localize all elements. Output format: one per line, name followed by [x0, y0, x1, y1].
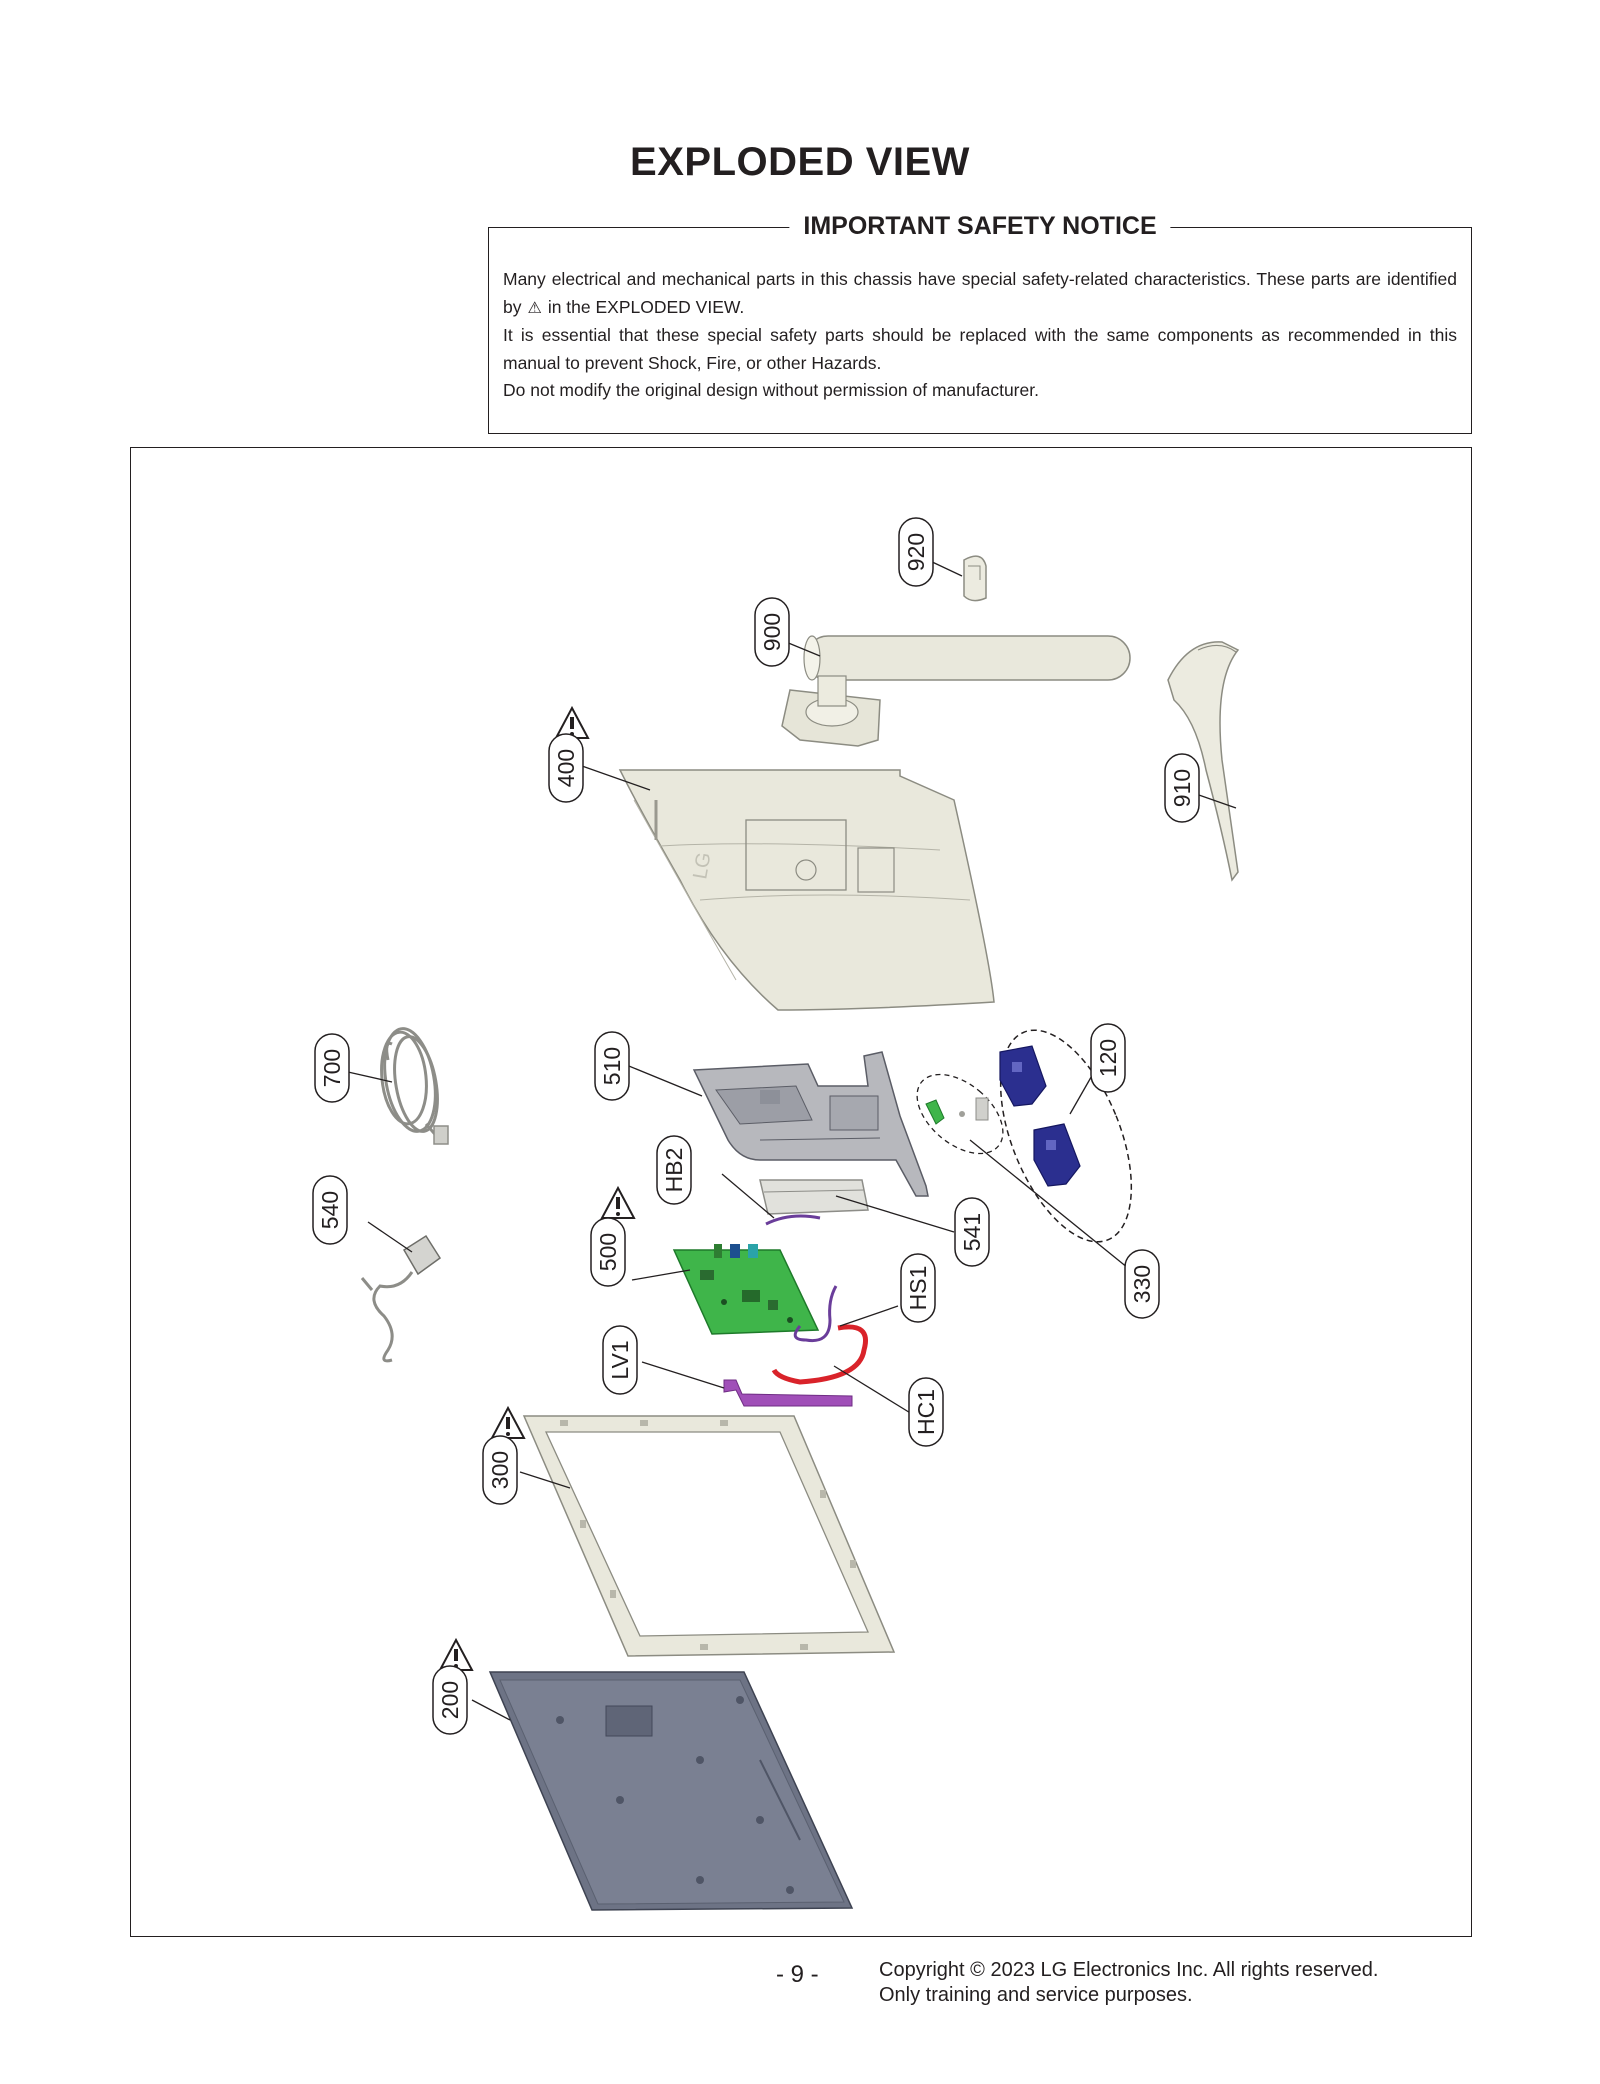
notice-line1a: Many electrical and mechanical parts in …: [503, 269, 1457, 317]
cable-hc1: [771, 1324, 868, 1385]
page-number: - 9 -: [776, 1961, 819, 1988]
label-hs1: HS1: [900, 1253, 936, 1323]
label-540: 540: [312, 1175, 348, 1245]
label-200-text: 200: [437, 1681, 463, 1719]
label-541: 541: [954, 1197, 990, 1267]
label-510-text: 510: [599, 1047, 625, 1085]
copyright-notice: Copyright © 2023 LG Electronics Inc. All…: [879, 1958, 1378, 2008]
notice-paragraph-2: It is essential that these special safet…: [503, 325, 1457, 373]
notice-paragraph-3: Do not modify the original design withou…: [503, 380, 1039, 400]
part-330-small-parts: [916, 1073, 1004, 1155]
cable-hb2: [765, 1214, 821, 1226]
label-120-text: 120: [1095, 1039, 1121, 1077]
label-lv1: LV1: [602, 1325, 638, 1395]
label-400-text: 400: [553, 749, 579, 787]
part-400-back-cover: LG: [618, 769, 995, 1011]
svg-text:LG: LG: [689, 851, 715, 881]
label-920-text: 920: [903, 533, 929, 571]
safety-warning-icon-200: [439, 1639, 473, 1671]
label-300: 300: [482, 1435, 518, 1505]
part-541-bar: [759, 1179, 869, 1215]
label-400: 400: [548, 733, 584, 803]
safety-warning-icon-300: [491, 1407, 525, 1439]
safety-notice-box: IMPORTANT SAFETY NOTICE Many electrical …: [488, 212, 1472, 434]
part-910-stand-base: [1167, 641, 1240, 882]
part-300-middle-frame: [522, 1415, 896, 1657]
part-700-power-cord: [380, 1027, 449, 1145]
label-lv1-text: LV1: [607, 1340, 633, 1379]
part-200-lcd-panel: [488, 1671, 854, 1911]
label-hc1-text: HC1: [913, 1389, 939, 1435]
cable-hs1: [793, 1285, 838, 1343]
copyright-line-2: Only training and service purposes.: [879, 1984, 1193, 2006]
page-title: EXPLODED VIEW: [630, 140, 970, 184]
label-120: 120: [1090, 1023, 1126, 1093]
label-hb2-text: HB2: [661, 1148, 687, 1193]
label-300-text: 300: [487, 1451, 513, 1489]
label-500-text: 500: [595, 1233, 621, 1271]
cable-lv1: [723, 1379, 853, 1407]
label-hb2: HB2: [656, 1135, 692, 1205]
part-510-chassis-plate: [692, 1051, 929, 1197]
safety-notice-body: Many electrical and mechanical parts in …: [503, 266, 1457, 405]
label-910-text: 910: [1169, 769, 1195, 807]
label-541-text: 541: [959, 1213, 985, 1251]
label-910: 910: [1164, 753, 1200, 823]
copyright-line-1: Copyright © 2023 LG Electronics Inc. All…: [879, 1959, 1379, 1981]
part-120-blue-brackets: [999, 1029, 1133, 1243]
part-900-stand-arm: [781, 635, 1131, 747]
part-540-adapter: [360, 1234, 442, 1363]
safety-warning-icon-400: [555, 707, 589, 739]
label-700-text: 700: [319, 1049, 345, 1087]
leader-lines: [347, 559, 1237, 1721]
label-920: 920: [898, 517, 934, 587]
label-900: 900: [754, 597, 790, 667]
notice-line1b: in the EXPLODED VIEW.: [547, 296, 745, 317]
label-500: 500: [590, 1217, 626, 1287]
safety-notice-title: IMPORTANT SAFETY NOTICE: [789, 212, 1171, 241]
label-900-text: 900: [759, 613, 785, 651]
exploded-view-frame: [130, 447, 1472, 1937]
label-hc1: HC1: [908, 1377, 944, 1447]
notice-paragraph-1: Many electrical and mechanical parts in …: [503, 266, 1457, 322]
warning-triangle-icon: ⚠: [527, 299, 542, 317]
part-500-main-board: [672, 1244, 820, 1335]
label-200: 200: [432, 1665, 468, 1735]
label-700: 700: [314, 1033, 350, 1103]
label-510: 510: [594, 1031, 630, 1101]
label-540-text: 540: [317, 1191, 343, 1229]
safety-warning-icon-500: [601, 1187, 635, 1219]
label-330: 330: [1124, 1249, 1160, 1319]
label-330-text: 330: [1129, 1265, 1155, 1303]
label-hs1-text: HS1: [905, 1266, 931, 1311]
part-920-cap: [963, 555, 987, 602]
